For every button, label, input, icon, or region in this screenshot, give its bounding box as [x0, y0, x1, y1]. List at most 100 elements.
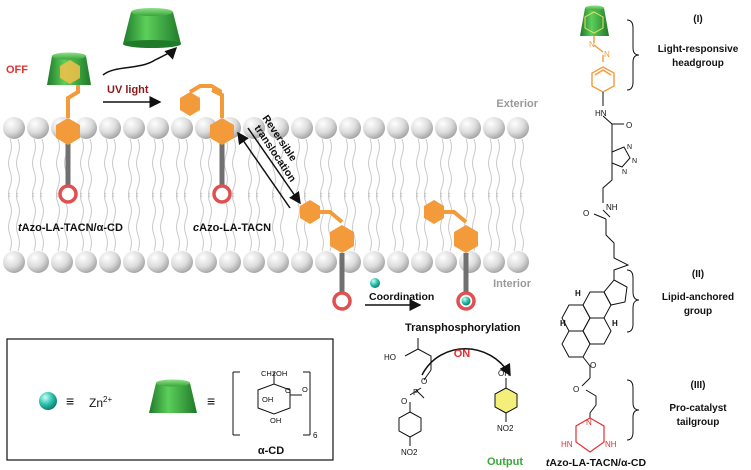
lipid-tail [248, 192, 252, 252]
lipid-tail [320, 138, 324, 198]
lipid-tail [160, 138, 164, 198]
cd-name: α-CD [258, 445, 284, 457]
lipid-head [147, 117, 169, 139]
lipid-head [435, 117, 457, 139]
substrate-structure [398, 338, 518, 446]
cd-oh-2: OH [270, 416, 281, 425]
output-label: Output [487, 456, 523, 468]
lipid-head [99, 117, 121, 139]
lipid-tail [8, 138, 12, 198]
lipid-tail [208, 138, 212, 198]
lipid-head [219, 251, 241, 273]
legend-box: ≡ Zn2+ ≡ CH2OH OH OH O O 6 α-CD [6, 338, 334, 461]
svg-text:(III): (III) [691, 380, 706, 391]
lipid-head [363, 117, 385, 139]
azo-n2: N [604, 50, 610, 59]
lipid-head [459, 117, 481, 139]
lipid-tail [472, 138, 476, 198]
lipid-head [387, 251, 409, 273]
segment-III: (III) Pro-catalyst tailgroup [669, 380, 727, 428]
lipid-tail [416, 192, 420, 252]
lipid-tail [80, 138, 84, 198]
interior-label: Interior [493, 278, 532, 290]
lipid-tail [200, 192, 204, 252]
lipid-head [291, 251, 313, 273]
substrate-o: O [421, 377, 427, 386]
lipid-tail [56, 192, 60, 252]
cd-six: 6 [313, 431, 318, 440]
cd-equiv: ≡ [207, 393, 215, 409]
lipid-tail [232, 192, 236, 252]
triazole-n2: N [632, 158, 637, 165]
lipid-tail [152, 192, 156, 252]
lipid-tail [104, 138, 108, 198]
cd-oh-1: OH [262, 395, 273, 404]
lipid-tail [464, 138, 468, 198]
lipid-tail [520, 192, 524, 252]
ester-carbonyl-o: O [573, 385, 579, 394]
cis-probe [180, 84, 234, 204]
svg-text:tailgroup: tailgroup [677, 417, 720, 428]
lipid-tail [368, 192, 372, 252]
lipid-tail [496, 192, 500, 252]
svg-text:Light-responsive: Light-responsive [658, 44, 739, 55]
amide-o-2: O [583, 209, 589, 218]
lipid-tail [160, 192, 164, 252]
trans-probe-caption: tAzo-LA-TACN/α-CD [18, 222, 123, 234]
lipid-tail [88, 192, 92, 252]
azo-n1: N [589, 40, 595, 49]
lipid-tail [32, 192, 36, 252]
tacn-ring [332, 291, 352, 311]
cd-o-link: O [302, 385, 308, 394]
lipid-tail [176, 138, 180, 198]
lipid-tail [136, 192, 140, 252]
lipid-head [3, 117, 25, 139]
lipid-tail [128, 138, 132, 198]
catalysis-arrow [421, 348, 511, 377]
lipid-tail [440, 138, 444, 198]
lipid-tail [248, 138, 252, 198]
svg-text:Lipid-anchored: Lipid-anchored [662, 292, 734, 303]
steroid-h2: H [612, 319, 618, 328]
svg-text:(II): (II) [692, 269, 704, 280]
zn-equiv: ≡ [66, 393, 74, 409]
lipid-head [363, 251, 385, 273]
lipid-head [27, 117, 49, 139]
triazole-n1: N [627, 144, 632, 151]
cis-probe-caption: cAzo-LA-TACN [193, 222, 271, 234]
reverse-translocation-arrow [237, 131, 291, 209]
amide-nh-2: NH [606, 203, 618, 212]
steroid-h3: H [560, 319, 566, 328]
lipid-head [483, 251, 505, 273]
exterior-label: Exterior [496, 98, 538, 110]
steroid-h1: H [575, 289, 581, 298]
amide-o-1: O [626, 121, 632, 130]
segment-I: (I) Light-responsive headgroup [658, 14, 739, 69]
lipid-tail [40, 192, 44, 252]
lipid-tail [8, 192, 12, 252]
product-oh: OH [498, 369, 510, 378]
tacn-ring [212, 184, 232, 204]
lipid-head [123, 117, 145, 139]
lipid-head [483, 117, 505, 139]
substrate-p: P [413, 388, 418, 397]
lipid-tail [400, 192, 404, 252]
lipid-tail [32, 138, 36, 198]
svg-text:group: group [684, 306, 712, 317]
lipid-tail [416, 138, 420, 198]
lipid-tail [256, 138, 260, 198]
lipid-head [75, 251, 97, 273]
lipid-tail [424, 192, 428, 252]
lipid-tail [184, 138, 188, 198]
zinc-complex-probe [424, 200, 478, 311]
lipid-head [171, 251, 193, 273]
lipid-tail [448, 192, 452, 252]
svg-text:(I): (I) [693, 14, 702, 25]
lipid-head [507, 117, 529, 139]
on-label: ON [454, 348, 471, 360]
lipid-head [3, 251, 25, 273]
uv-light-label: UV light [107, 84, 149, 96]
lipid-head [435, 251, 457, 273]
lipid-tail [496, 138, 500, 198]
lipid-head [27, 251, 49, 273]
